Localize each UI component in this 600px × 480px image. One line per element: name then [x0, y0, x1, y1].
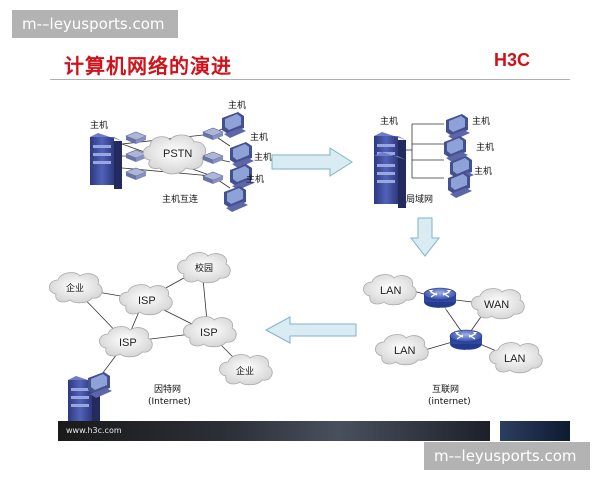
pstn-label: PSTN [163, 148, 192, 160]
terminal-icon [230, 142, 254, 168]
lan-label: LAN [380, 285, 401, 297]
enterprise-label: 企业 [236, 365, 254, 377]
footer-bar-accent [500, 421, 570, 441]
lan-label: LAN [504, 353, 525, 365]
wan-cloud: WAN [471, 288, 525, 320]
footer-bar [58, 421, 490, 441]
modem-icon [202, 151, 224, 165]
stage4-caption-en: (Internet) [148, 397, 191, 407]
host-label: 主机 [380, 115, 398, 127]
stage-internet: LAN WAN LAN LAN ROUTER ROUTER 互联网 (inter… [363, 274, 543, 407]
slide-title: 计算机网络的演进 [64, 54, 232, 78]
mainframe-host-1 [90, 133, 122, 189]
server-host [374, 132, 406, 208]
terminal-label: 主机 [250, 131, 268, 143]
enterprise-cloud: 企业 [49, 272, 103, 304]
isp-cloud: ISP [183, 316, 237, 348]
isp-label: ISP [200, 327, 218, 339]
stage-global-internet: 企业 ISP 校园 ISP ISP 企业 因特网 (Internet) [49, 252, 273, 432]
router-icon: ROUTER [423, 287, 457, 311]
lan-cloud: LAN [375, 334, 429, 366]
arrow-down-icon [409, 217, 441, 257]
title-divider [50, 79, 570, 80]
enterprise-label: 企业 [66, 282, 84, 294]
arrow-left-icon [264, 316, 357, 344]
campus-label: 校园 [195, 262, 213, 274]
router-icon: ROUTER [449, 329, 483, 353]
lan-label: LAN [394, 345, 415, 357]
terminal-icon [448, 172, 472, 198]
terminal-label: 主机 [474, 165, 492, 177]
isp-label: ISP [119, 337, 137, 349]
router-label: ROUTER [458, 349, 473, 353]
watermark-top: m-–leyusports.com [12, 10, 178, 38]
stage1-caption: 主机互连 [162, 193, 198, 205]
lan-cloud: LAN [489, 342, 543, 374]
modem-icon [125, 131, 147, 145]
stage-lan: 主机 主机 主机 主机 局域网 [374, 114, 494, 208]
pstn-cloud: PSTN [142, 134, 207, 175]
wan-label: WAN [484, 299, 509, 311]
stage4-caption: 因特网 [154, 383, 181, 395]
terminal-label: 主机 [476, 141, 494, 153]
arrow-right-icon [271, 147, 353, 177]
lan-bus [406, 123, 444, 179]
terminal-icon [224, 186, 248, 212]
isp-label: ISP [138, 295, 156, 307]
enterprise-cloud: 企业 [219, 354, 273, 386]
stage3-caption-en: (internet) [428, 397, 471, 407]
lan-cloud: LAN [363, 274, 417, 306]
stage3-caption: 互联网 [432, 384, 459, 395]
stage-host-interconnect: 主机 PSTN 主机 主机 主机 主机 [90, 99, 272, 212]
h3c-logo: H3C [494, 50, 531, 70]
isp-cloud: ISP [99, 326, 153, 358]
terminal-label: 主机 [472, 115, 490, 127]
footer-url: www.h3c.com [66, 426, 122, 435]
router-label: ROUTER [432, 307, 447, 311]
watermark-bottom: m-–leyusports.com [424, 442, 590, 470]
terminal-icon [446, 114, 470, 140]
isp-cloud: ISP [119, 284, 173, 316]
terminal-label: 主机 [228, 99, 246, 111]
campus-cloud: 校园 [177, 252, 231, 284]
stage2-caption: 局域网 [406, 193, 433, 205]
terminal-label: 主机 [246, 173, 264, 185]
host-label: 主机 [90, 119, 108, 131]
terminal-label: 主机 [254, 151, 272, 163]
terminal-icon [222, 112, 246, 138]
